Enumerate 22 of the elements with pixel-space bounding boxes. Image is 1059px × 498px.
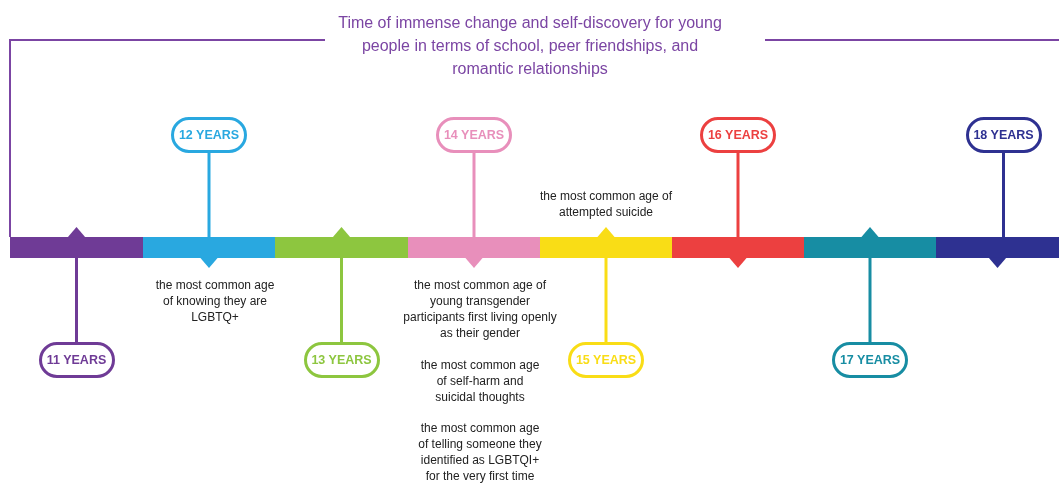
connector-line: [207, 153, 211, 237]
connector-line: [1002, 153, 1005, 237]
year-pill: 12 YEARS: [171, 117, 247, 153]
title: Time of immense change and self-discovery for young people in terms of school, peer friendships, and romantic relationships: [337, 13, 723, 79]
year-pill: 14 YEARS: [436, 117, 512, 153]
year-pill: 13 YEARS: [303, 342, 380, 378]
note-text: the most common age of self-harm and suicidal thoughts: [419, 357, 541, 405]
year-pill: 18 YEARS: [965, 117, 1042, 153]
year-pill: 16 YEARS: [700, 117, 776, 153]
year-pill: 17 YEARS: [832, 342, 908, 378]
connector-line: [868, 258, 872, 342]
connector-line: [75, 258, 78, 342]
note-text: the most common age of telling someone they identified as LGBTQI+ for the very first time: [417, 420, 543, 484]
connector-line: [604, 258, 608, 342]
note-text: the most common age of young transgender participants first living openly as their gender: [402, 277, 558, 341]
connector-line: [472, 153, 476, 237]
connector-line: [340, 258, 343, 342]
note-text: the most common age of attempted suicide: [538, 188, 674, 220]
note-text: the most common age of knowing they are LGBTQ+: [154, 277, 276, 325]
connector-line: [736, 153, 740, 237]
year-pill: 11 YEARS: [38, 342, 115, 378]
year-pill: 15 YEARS: [568, 342, 644, 378]
